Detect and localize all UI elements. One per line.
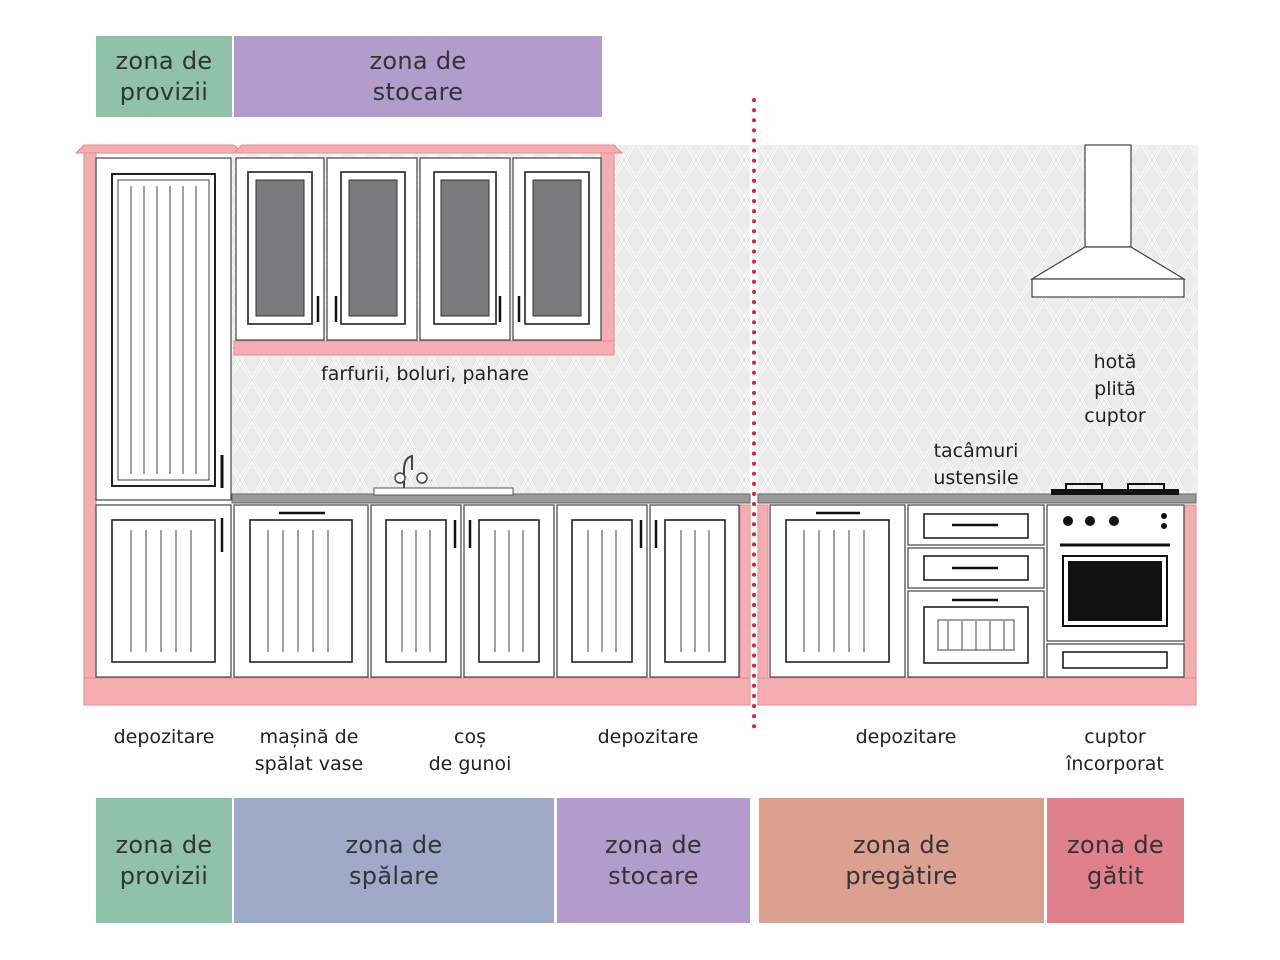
base-cabinet-panels-left [111,519,726,663]
base-cabinet-slats-left [130,530,710,652]
base-cabinets-left [95,504,740,678]
base-label-oven: cuptor încorporat [1066,726,1164,775]
top-zone-provizii: zona de provizii [96,36,232,117]
right-handles [816,511,998,602]
base-label-dishwasher: mașină de spălat vase [254,726,364,775]
base-handles-left [220,511,658,552]
bottom-zone-stocare: zona de stocare [557,798,750,923]
bottom-zone-provizii: zona de provizii [96,798,232,923]
base-label-storage: depozitare [597,726,699,748]
left-pink-frame [74,144,751,706]
bottom-zone-spalare: zona de spălare [234,798,554,923]
built-in-oven [1060,513,1170,627]
base-label-trash: coș de gunoi [428,726,512,775]
bottom-zone-pregatire: zona de pregătire [759,798,1044,923]
bottom-zone-gatit: zona de gătit [1047,798,1184,923]
upper-cabinets-label: farfurii, boluri, pahare [321,363,529,385]
top-zone-stocare: zona de stocare [234,36,602,117]
sink [373,454,514,496]
base-label-pantry: depozitare [113,726,215,748]
upper-cabinets [235,157,602,341]
cooktop [1051,483,1179,495]
hood-group-label: hotă plită cuptor [1084,351,1146,427]
range-hood [1029,144,1187,298]
tall-pantry-cabinet [95,157,232,501]
right-countertop [757,493,1197,504]
right-cabinet-details [785,513,1168,669]
drawers-label: tacâmuri ustensile [933,440,1019,489]
right-cabinet-slats [803,530,1015,652]
right-pink-frame [757,504,1197,706]
base-label-prep-storage: depozitare [855,726,957,748]
